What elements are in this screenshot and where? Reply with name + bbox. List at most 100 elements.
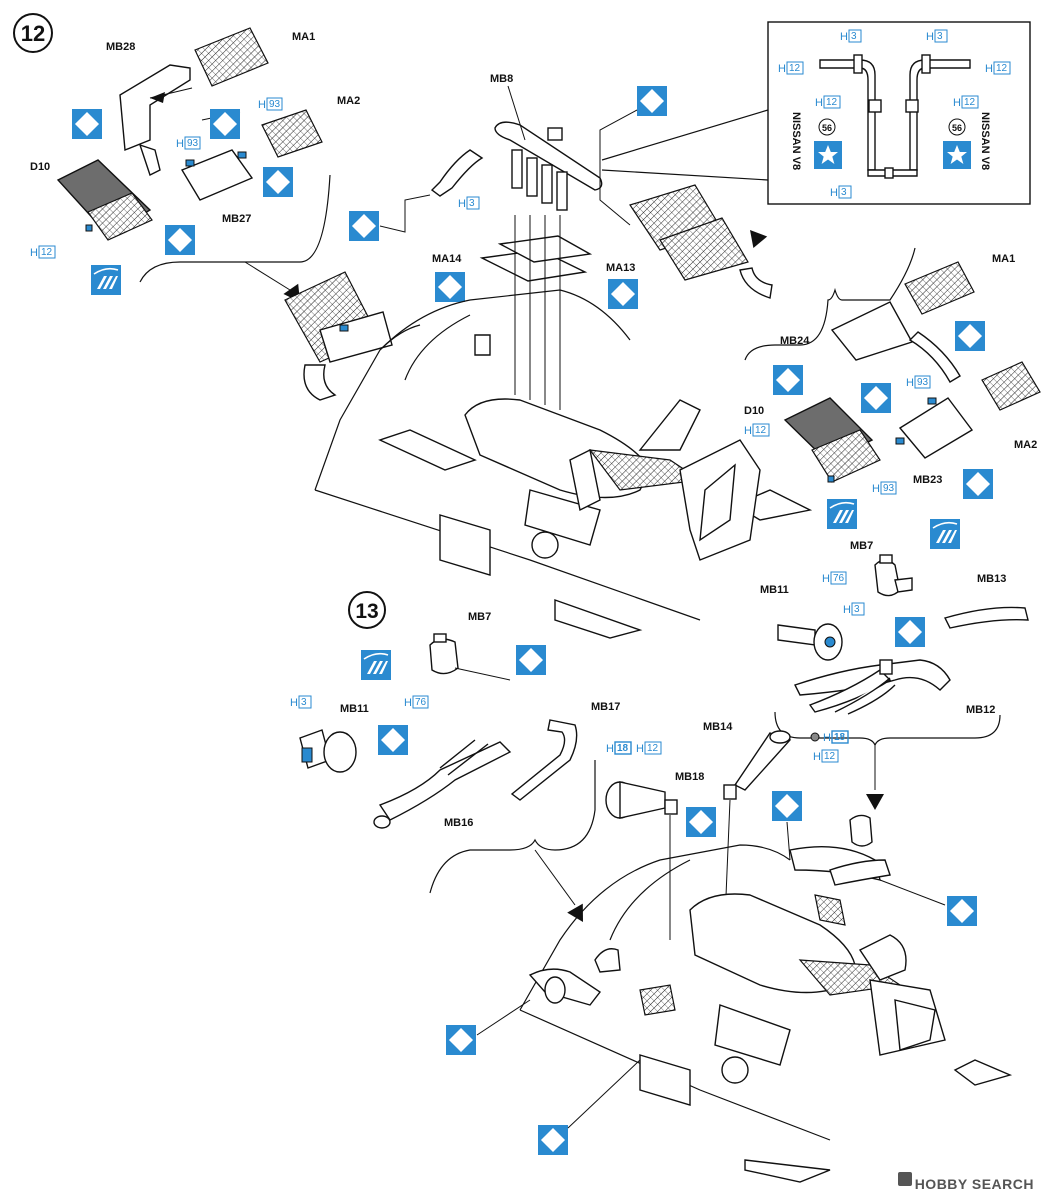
svg-text:93: 93 [187, 138, 199, 149]
label-ma14: MA14 [432, 253, 462, 265]
label-mb16: MB16 [444, 817, 473, 829]
decal-56-left: 56 [818, 118, 836, 136]
metallic-paint-icon [360, 649, 392, 681]
label-mb11-left: MB11 [340, 703, 369, 715]
arrow-icon [866, 794, 884, 810]
svg-text:3: 3 [841, 187, 847, 198]
label-mb18: MB18 [675, 771, 704, 783]
step-12-number: 12 [13, 13, 53, 53]
svg-text:H: H [290, 697, 298, 709]
svg-text:12: 12 [824, 751, 836, 762]
inset-hw-h3-tl: H 3 [840, 29, 862, 43]
diamond-color-icon [772, 791, 802, 821]
mb8-intake-manifold [430, 121, 603, 211]
mb13-pipe [943, 606, 1029, 629]
hw-h3-b: H 3 [843, 602, 865, 616]
hw-h93-b: H 93 [176, 136, 201, 150]
label-d10: D10 [30, 161, 50, 173]
svg-text:12: 12 [826, 97, 838, 108]
diamond-color-icon [378, 725, 408, 755]
bracket-line [774, 711, 1001, 747]
svg-text:12: 12 [21, 21, 45, 46]
left-airbox-assembly [284, 271, 393, 401]
label-mb24: MB24 [780, 335, 810, 347]
svg-text:H: H [744, 425, 752, 437]
svg-text:H: H [813, 751, 821, 763]
diamond-color-icon [446, 1025, 476, 1055]
svg-text:56: 56 [822, 123, 832, 133]
svg-text:3: 3 [937, 31, 943, 42]
hw-h12-a: H 12 [30, 245, 56, 259]
svg-text:76: 76 [833, 573, 845, 584]
ma2-mesh-right [981, 361, 1041, 411]
svg-text:H: H [636, 743, 644, 755]
svg-text:76: 76 [415, 697, 427, 708]
hw-h76-b: H 76 [404, 695, 429, 709]
svg-text:93: 93 [917, 377, 929, 388]
svg-text:H: H [404, 697, 412, 709]
label-ma1: MA1 [292, 31, 315, 43]
hw-h3-c: H 3 [290, 695, 312, 709]
label-mb13: MB13 [977, 573, 1006, 585]
d10-grey-panel-right [783, 397, 881, 483]
hw-h12-d: H 12 [813, 749, 839, 763]
diamond-color-icon [963, 469, 993, 499]
diamond-color-icon [861, 383, 891, 413]
label-ma13: MA13 [606, 262, 635, 274]
diamond-color-icon [165, 225, 195, 255]
svg-text:H: H [843, 604, 851, 616]
svg-text:H: H [953, 97, 961, 109]
label-ma2: MA2 [337, 95, 360, 107]
chassis-step13 [519, 814, 1013, 1183]
svg-text:H: H [840, 31, 848, 43]
mb7-throttle-left [429, 633, 459, 675]
svg-text:H: H [778, 63, 786, 75]
label-mb27: MB27 [222, 213, 251, 225]
svg-text:3: 3 [469, 198, 475, 209]
label-ma1-right: MA1 [992, 253, 1015, 265]
svg-text:12: 12 [755, 425, 767, 436]
svg-text:H: H [926, 31, 934, 43]
inset-hw-h3-bottom: H 3 [830, 185, 852, 199]
bracket-line [139, 174, 331, 283]
decal-56-right: 56 [948, 118, 966, 136]
svg-text:12: 12 [647, 743, 659, 754]
inset-nissan-v8-right: NISSAN V8 [979, 112, 991, 170]
hw-h12-c: H 12 [636, 741, 662, 755]
svg-text:18: 18 [617, 743, 629, 754]
svg-text:93: 93 [883, 483, 895, 494]
svg-text:12: 12 [41, 247, 53, 258]
label-ma2-right: MA2 [1014, 439, 1037, 451]
svg-text:H: H [823, 732, 831, 744]
svg-text:3: 3 [854, 604, 860, 615]
arrow-icon [743, 224, 768, 249]
diamond-color-icon [349, 211, 379, 241]
hw-h18-a: H 18 [606, 741, 632, 755]
label-d10-right: D10 [744, 405, 764, 417]
diamond-color-icon [955, 321, 985, 351]
mb17-pipe [510, 719, 578, 801]
diamond-color-icon [637, 86, 667, 116]
svg-text:H: H [985, 63, 993, 75]
metallic-paint-icon [90, 264, 122, 296]
svg-text:H: H [176, 138, 184, 150]
diamond-color-icon [210, 109, 240, 139]
diamond-color-icon [538, 1125, 568, 1155]
label-mb7-right: MB7 [850, 540, 873, 552]
diamond-color-icon [72, 109, 102, 139]
mb11-left [299, 729, 357, 773]
hw-h76-a: H 76 [822, 571, 847, 585]
mb16-header [373, 739, 512, 829]
metallic-paint-icon [929, 518, 961, 550]
hw-h12-b: H 12 [744, 423, 770, 437]
label-mb8: MB8 [490, 73, 513, 85]
right-upper-airbox [629, 184, 773, 299]
label-mb17: MB17 [591, 701, 620, 713]
diamond-color-icon [263, 167, 293, 197]
svg-text:H: H [906, 377, 914, 389]
inset-hw-h12-mr: H 12 [953, 95, 979, 109]
svg-text:12: 12 [996, 63, 1008, 74]
watermark-logo [898, 1172, 912, 1186]
svg-text:H: H [822, 573, 830, 585]
